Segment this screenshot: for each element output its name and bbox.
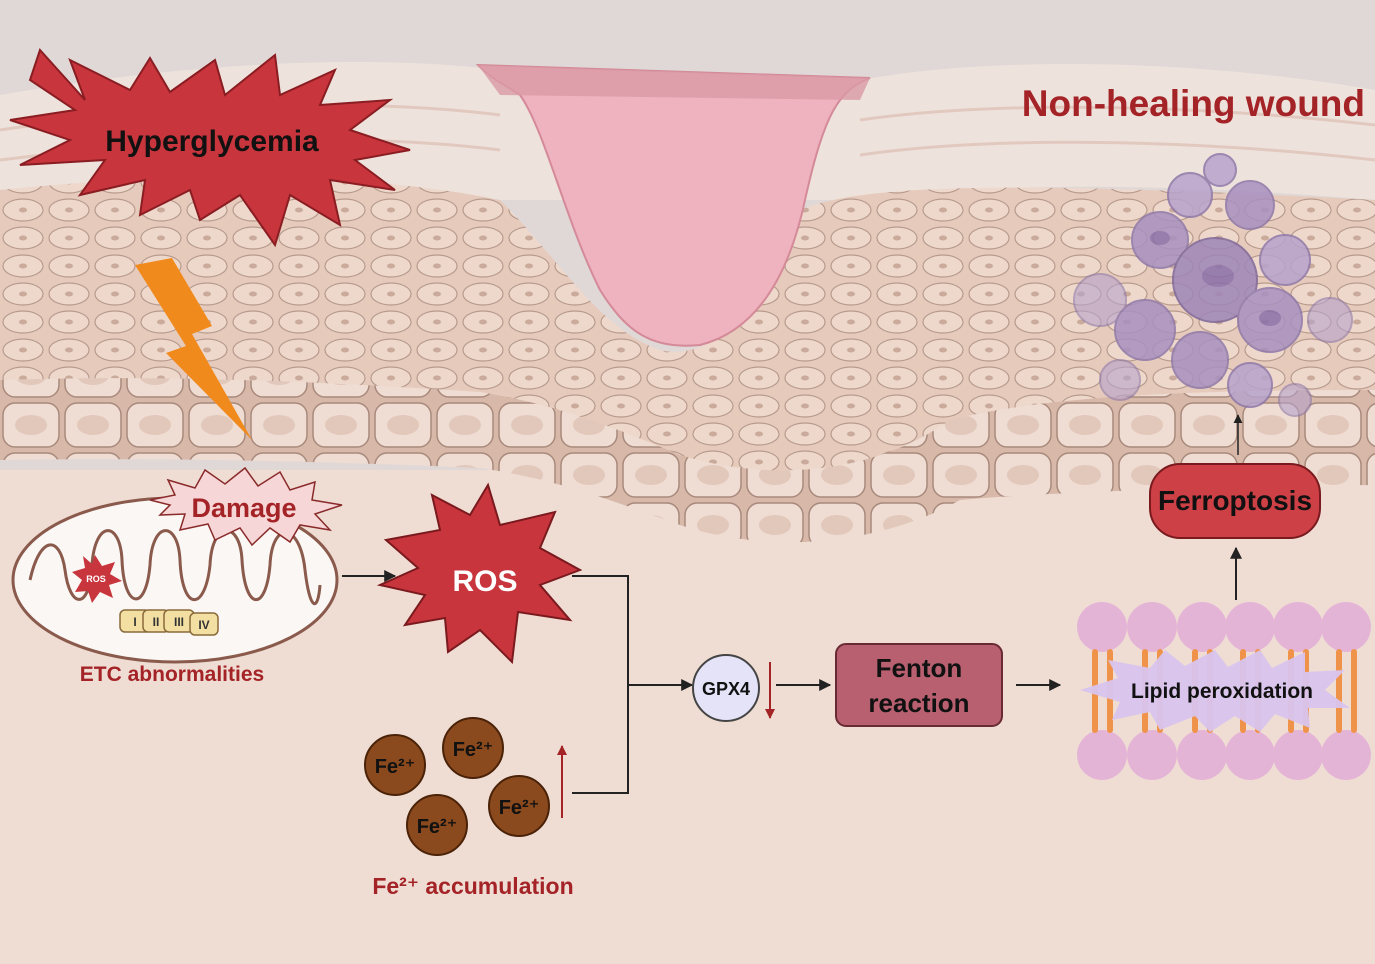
ros-small-label: ROS	[86, 574, 106, 584]
fe-ion-4: Fe²⁺	[488, 775, 550, 837]
fe-ion-1: Fe²⁺	[364, 734, 426, 796]
fenton-line2: reaction	[868, 688, 969, 718]
ros-small-burst	[72, 555, 122, 603]
damage-label: Damage	[191, 493, 296, 523]
fe-ion-4-label: Fe²⁺	[499, 797, 540, 819]
fe-ion-3-label: Fe²⁺	[417, 816, 458, 838]
gpx4-node	[692, 654, 760, 722]
fenton-reaction-box	[835, 643, 1003, 727]
etc-complex-4	[189, 612, 219, 636]
wound-scab	[478, 65, 870, 100]
basal-layer	[0, 378, 1375, 543]
ferroptosis-box	[1149, 463, 1321, 539]
dying-cell-cluster	[1073, 153, 1353, 417]
ferroptosis-label: Ferroptosis	[1158, 485, 1312, 516]
fe-ion-3: Fe²⁺	[406, 794, 468, 856]
etc-label-1: I	[133, 615, 136, 629]
etc-abnormalities-label: ETC abnormalities	[80, 663, 264, 686]
lipid-peroxidation-burst	[1080, 650, 1350, 732]
fenton-line1: Fenton	[876, 653, 963, 683]
etc-label-2: II	[153, 615, 160, 629]
etc-label-4: IV	[198, 618, 209, 632]
fe-ion-1-label: Fe²⁺	[375, 756, 416, 778]
etc-label-3: III	[174, 615, 184, 629]
title: Non-healing wound	[1022, 83, 1365, 124]
hyperglycemia-burst	[9, 48, 411, 248]
fe-ion-2-label: Fe²⁺	[453, 739, 494, 761]
damage-burst	[149, 466, 343, 547]
wound-cavity	[475, 63, 871, 347]
fe-accumulation-label: Fe²⁺ accumulation	[372, 873, 573, 899]
lipid-peroxidation-label: Lipid peroxidation	[1131, 680, 1313, 703]
fe-ion-2: Fe²⁺	[442, 717, 504, 779]
lightning-icon	[135, 258, 252, 440]
gpx4-label: GPX4	[702, 679, 750, 699]
hyperglycemia-label: Hyperglycemia	[105, 125, 319, 158]
ros-label: ROS	[452, 565, 517, 598]
ros-burst	[376, 482, 583, 665]
